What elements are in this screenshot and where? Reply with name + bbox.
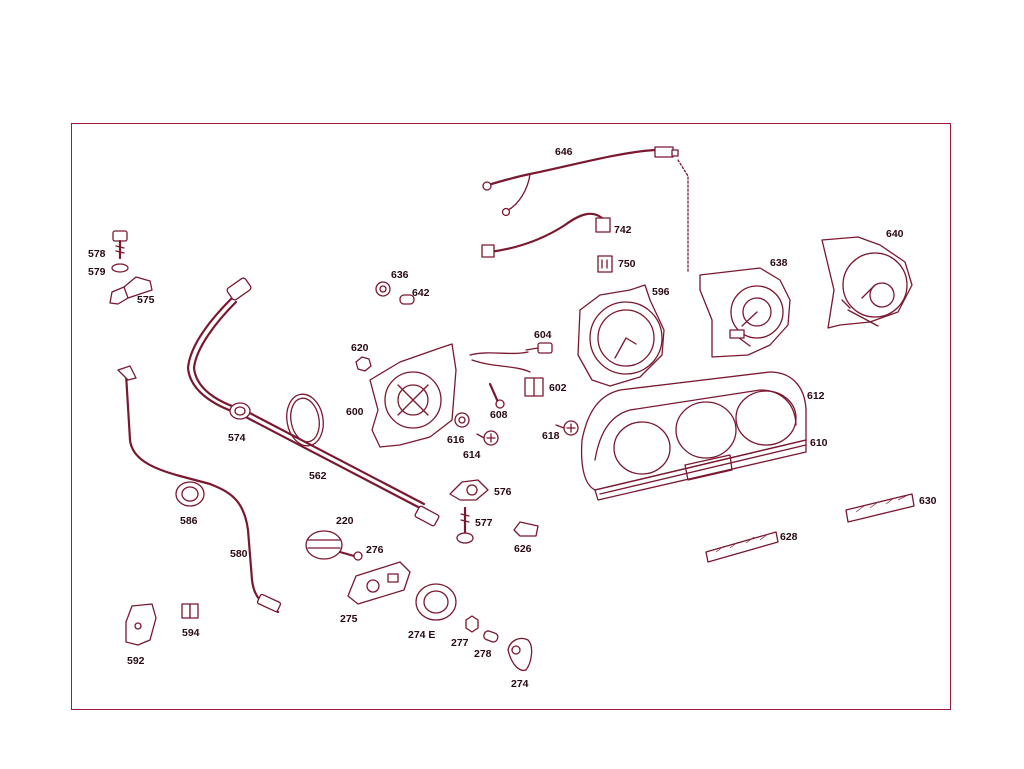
label-277: 277 [451, 637, 469, 649]
part-750-connector[interactable] [597, 255, 613, 273]
label-275: 275 [340, 613, 358, 625]
part-labels: 646 742 750 636 642 638 640 596 604 620 … [88, 146, 937, 690]
label-618: 618 [542, 430, 560, 442]
part-278-bulb[interactable] [483, 630, 499, 643]
part-636-bulb-socket[interactable] [375, 281, 391, 297]
diagram-frame [71, 123, 951, 710]
label-750: 750 [618, 258, 636, 270]
label-620: 620 [351, 342, 369, 354]
part-618-screw[interactable] [555, 420, 579, 436]
part-580-oil-pressure-line[interactable] [117, 365, 282, 614]
label-592: 592 [127, 655, 145, 667]
label-578: 578 [88, 248, 106, 260]
label-612: 612 [807, 390, 825, 402]
part-578-bolt[interactable] [112, 230, 128, 260]
label-274e: 274 E [408, 629, 435, 641]
label-742: 742 [614, 224, 632, 236]
part-620-nut[interactable] [355, 356, 372, 372]
label-638: 638 [770, 257, 788, 269]
part-602-bracket[interactable] [469, 351, 544, 397]
label-596: 596 [652, 286, 670, 298]
label-616: 616 [447, 434, 465, 446]
label-594: 594 [182, 627, 200, 639]
part-626-clip[interactable] [513, 521, 539, 537]
label-640: 640 [886, 228, 904, 240]
label-274: 274 [511, 678, 529, 690]
part-579-washer[interactable] [111, 263, 129, 273]
label-636: 636 [391, 269, 409, 281]
label-574: 574 [228, 432, 246, 444]
label-278: 278 [474, 648, 492, 660]
part-614-screw[interactable] [476, 430, 499, 446]
label-628: 628 [780, 531, 798, 543]
part-562-speedometer-cable[interactable] [186, 277, 440, 527]
label-608: 608 [490, 409, 508, 421]
part-576-clamp[interactable] [449, 479, 489, 501]
label-646: 646 [555, 146, 573, 158]
part-608-rod[interactable] [488, 382, 505, 409]
part-612-cluster-housing[interactable] [580, 371, 807, 501]
part-274e-knob-ring[interactable] [415, 583, 457, 621]
label-579: 579 [88, 266, 106, 278]
part-638-gauge-housing[interactable] [699, 267, 791, 358]
label-575: 575 [137, 294, 155, 306]
label-604: 604 [534, 329, 552, 341]
label-576: 576 [494, 486, 512, 498]
label-602: 602 [549, 382, 567, 394]
part-277-nut[interactable] [465, 615, 479, 633]
part-604-sensor[interactable] [525, 342, 553, 354]
part-592-bracket[interactable] [125, 603, 157, 646]
label-642: 642 [412, 287, 430, 299]
part-276-washer[interactable] [353, 551, 363, 561]
label-626: 626 [514, 543, 532, 555]
part-600-gauge-backplate[interactable] [369, 343, 457, 448]
label-276: 276 [366, 544, 384, 556]
part-610-trim-strip[interactable] [599, 444, 807, 495]
label-586: 586 [180, 515, 198, 527]
part-274-knob[interactable] [507, 637, 533, 672]
part-640-gauge-housing[interactable] [821, 236, 913, 329]
part-630-strip[interactable] [845, 493, 915, 523]
part-642-bulb[interactable] [399, 294, 415, 305]
part-594-clip[interactable] [181, 603, 199, 619]
label-614: 614 [463, 449, 481, 461]
label-220: 220 [336, 515, 354, 527]
label-562: 562 [309, 470, 327, 482]
part-742-cable[interactable] [481, 212, 611, 258]
part-616-grommet[interactable] [454, 412, 470, 428]
part-628-strip[interactable] [705, 531, 779, 563]
label-600: 600 [346, 406, 364, 418]
label-630: 630 [919, 495, 937, 507]
part-275-bezel[interactable] [347, 561, 411, 605]
label-580: 580 [230, 548, 248, 560]
part-574-grommet[interactable] [229, 402, 251, 420]
label-610: 610 [810, 437, 828, 449]
part-646-wiring-harness[interactable] [482, 146, 689, 273]
part-596-gauge[interactable] [577, 284, 665, 387]
part-575-clip[interactable] [109, 276, 153, 305]
part-586-grommet[interactable] [175, 481, 205, 507]
label-577: 577 [475, 517, 493, 529]
part-577-screw[interactable] [456, 506, 474, 544]
part-220-rheostat[interactable] [305, 530, 356, 560]
